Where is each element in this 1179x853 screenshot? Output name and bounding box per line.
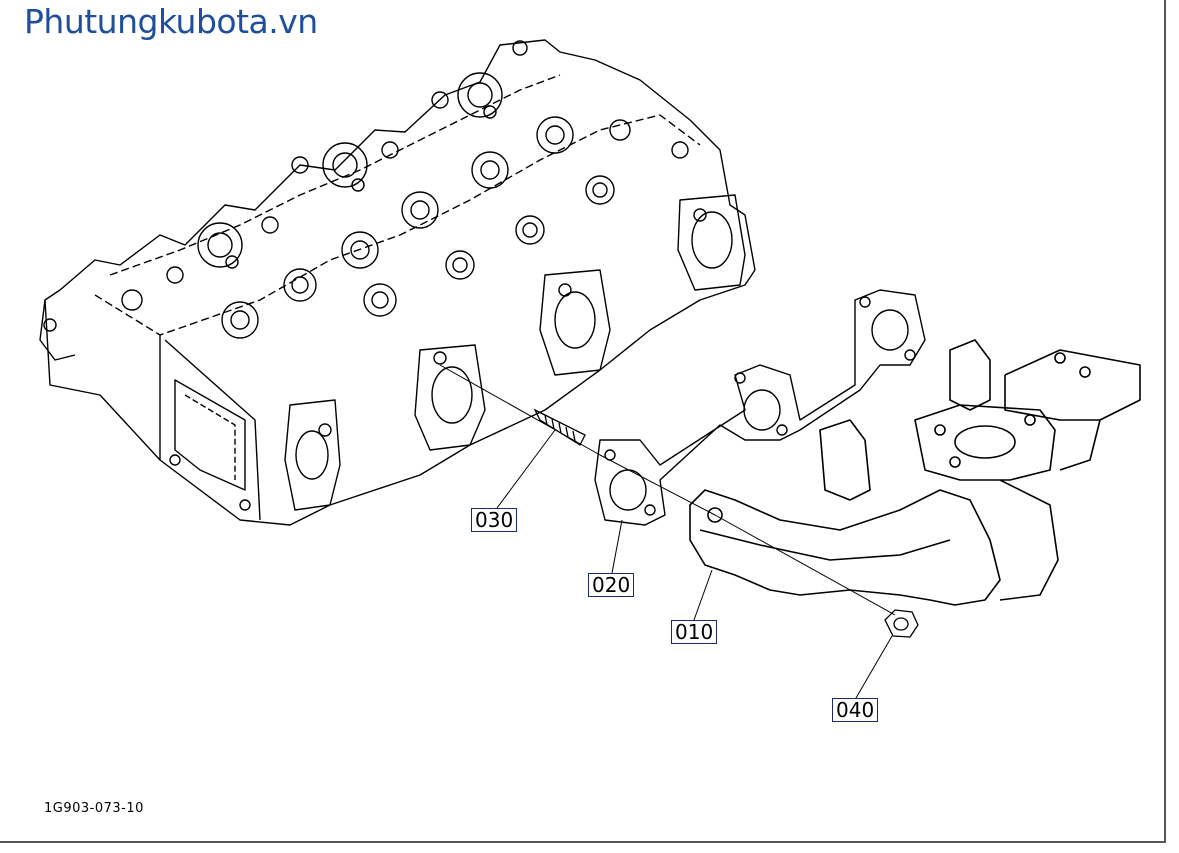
- parts-diagram: [39, 39, 1141, 699]
- assembly-center-lines: [439, 364, 896, 616]
- callout-030[interactable]: 030: [471, 508, 518, 532]
- cylinder-head-illustration: [39, 39, 756, 526]
- callout-leader-lines: [496, 429, 893, 699]
- diagram-frame: [0, 0, 1166, 843]
- callout-040[interactable]: 040: [832, 698, 879, 722]
- stud-bolt-illustration: [533, 408, 586, 446]
- site-title[interactable]: Phutungkubota.vn: [24, 2, 318, 41]
- callout-020[interactable]: 020: [588, 573, 635, 597]
- exhaust-gasket-illustration: [594, 289, 926, 526]
- diagram-code: 1G903-073-10: [44, 801, 144, 816]
- callout-010[interactable]: 010: [671, 620, 718, 644]
- flange-nut-illustration: [884, 609, 919, 638]
- exhaust-manifold-illustration: [689, 339, 1141, 606]
